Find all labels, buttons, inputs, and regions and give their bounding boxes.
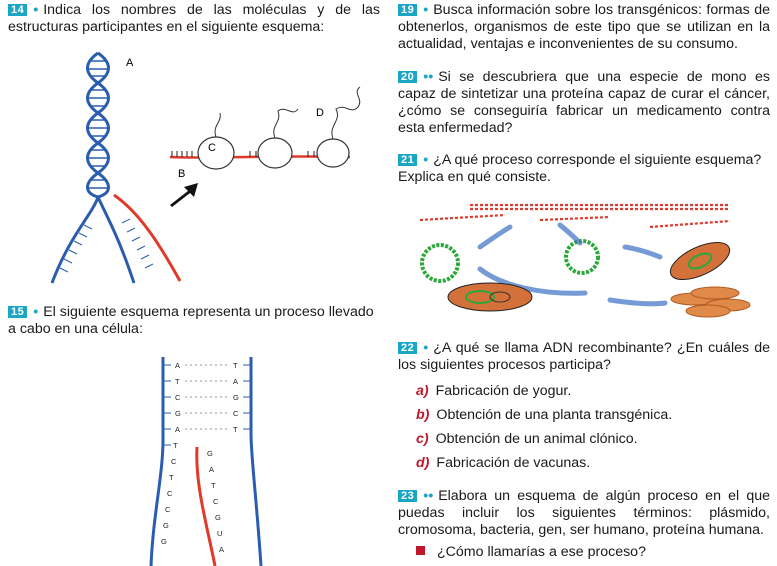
question-text: ¿A qué se llama ADN recombinante? ¿En cu… — [398, 340, 770, 373]
list-item: c)Obtención de un animal clónico. — [416, 431, 638, 447]
question-number: 23 — [398, 490, 418, 502]
bacteria — [447, 241, 751, 318]
question-text: ¿A qué proceso corresponde el siguiente … — [398, 152, 762, 185]
question-19: 19 •Busca información sobre los transgéni… — [398, 2, 770, 53]
base-label: T — [211, 481, 216, 490]
difficulty-dots: • — [423, 2, 429, 18]
base-label: G — [207, 449, 213, 458]
base-label: A — [175, 361, 180, 370]
base-label: C — [233, 409, 239, 418]
base-label: A — [175, 425, 180, 434]
question-number: 22 — [398, 342, 418, 354]
question-text: El siguiente esquema representa un proce… — [8, 304, 374, 337]
question-text: Si se descubriera que una especie de mon… — [398, 69, 770, 136]
difficulty-dots: • — [423, 152, 429, 168]
label-b: B — [178, 168, 185, 180]
base-label: C — [213, 497, 219, 506]
difficulty-dots: • — [33, 2, 39, 18]
figure-dna-transcription: A T C G A T C T C C G G T A G C T G A T … — [149, 357, 263, 566]
replication-fork — [50, 193, 182, 284]
label-c: C — [208, 142, 216, 154]
question-number: 19 — [398, 4, 418, 16]
label-d: D — [316, 107, 324, 119]
question-23: 23 ••Elabora un esquema de algún proceso … — [398, 488, 770, 539]
question-text: Elabora un esquema de algún proceso en e… — [398, 488, 770, 538]
difficulty-dots: •• — [423, 69, 434, 85]
base-ticks — [163, 364, 251, 446]
list-item: b)Obtención de una planta transgénica. — [416, 407, 673, 423]
base-label: U — [217, 529, 222, 538]
base-label: T — [175, 377, 180, 386]
question-22: 22 •¿A qué se llama ADN recombinante? ¿En… — [398, 340, 770, 374]
base-label: G — [175, 409, 181, 418]
question-21: 21 •¿A qué proceso corresponde el siguien… — [398, 152, 770, 186]
base-label: G — [233, 393, 239, 402]
base-label: C — [171, 457, 177, 466]
figure-dna-translation: A B C D — [50, 51, 361, 284]
base-label: T — [233, 425, 238, 434]
dna-helix — [86, 51, 110, 199]
base-label: T — [169, 473, 174, 482]
question-text: Busca información sobre los transgénicos… — [398, 2, 770, 52]
base-label: A — [219, 545, 224, 554]
question-number: 15 — [8, 306, 28, 318]
base-label: C — [167, 489, 173, 498]
question-number: 14 — [8, 4, 28, 16]
list-item: d)Fabricación de vacunas. — [416, 455, 591, 471]
label-a: A — [126, 57, 134, 69]
question-15: 15 •El siguiente esquema representa un pr… — [8, 304, 380, 338]
list-item: a)Fabricación de yogur. — [416, 383, 572, 399]
base-label: C — [175, 393, 181, 402]
base-label: A — [209, 465, 214, 474]
base-label: G — [215, 513, 221, 522]
question-14: 14 •Indica los nombres de las moléculas y… — [8, 2, 380, 36]
ribosomes — [197, 136, 350, 170]
arrow-icon — [170, 183, 198, 207]
base-label: G — [161, 537, 167, 546]
question-number: 20 — [398, 71, 418, 83]
difficulty-dots: •• — [423, 488, 434, 504]
figure-gene-cloning — [419, 203, 751, 318]
question-text: Indica los nombres de las moléculas y de… — [8, 2, 380, 35]
difficulty-dots: • — [423, 340, 429, 356]
question-number: 21 — [398, 154, 418, 166]
square-bullet-icon — [416, 546, 425, 555]
base-label: A — [233, 377, 238, 386]
base-label: G — [163, 521, 169, 530]
question-20: 20 ••Si se descubriera que una especie de… — [398, 69, 770, 137]
options-list: a)Fabricación de yogur. b)Obtención de u… — [416, 376, 766, 472]
base-label: T — [233, 361, 238, 370]
base-label: T — [173, 441, 178, 450]
bullet-item: ¿Cómo llamarías a ese proceso? — [412, 544, 762, 561]
difficulty-dots: • — [33, 304, 39, 320]
base-label: C — [165, 505, 171, 514]
